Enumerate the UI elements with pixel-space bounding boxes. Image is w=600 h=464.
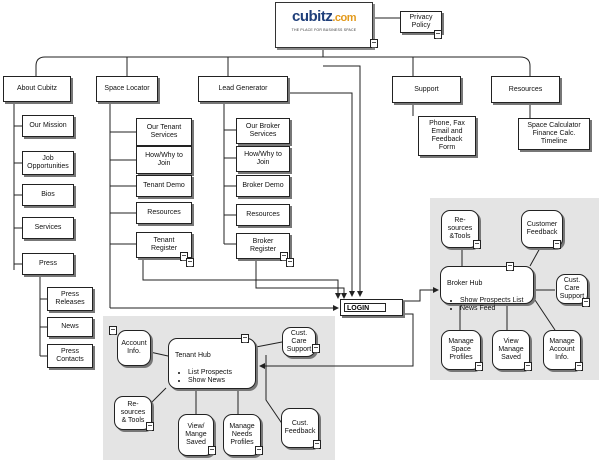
about-press[interactable]: Press — [22, 253, 74, 275]
cubitz-logo[interactable]: cubitz.com THE PLACE FOR BUSINESS SPACE — [275, 2, 378, 48]
space-tenant-register[interactable]: Tenant Register — [136, 232, 192, 258]
tenant-account-info[interactable]: Account Info. — [117, 330, 151, 366]
logo-tagline: THE PLACE FOR BUSINESS SPACE — [291, 28, 357, 32]
lead-our-broker-services[interactable]: Our Broker Services — [236, 118, 290, 144]
login-field[interactable]: LOGIN — [344, 303, 386, 312]
lead-broker-register[interactable]: Broker Register — [236, 233, 290, 259]
broker-manage-account-info[interactable]: Manage Account Info. — [543, 330, 581, 370]
tenant-register-doc-icon — [180, 252, 188, 261]
tenant-hub-title: Tenant Hub — [175, 352, 211, 359]
broker-cust-care-doc-icon — [582, 298, 590, 307]
space-our-tenant-services[interactable]: Our Tenant Services — [136, 118, 192, 146]
section-resources[interactable]: Resources — [491, 76, 560, 103]
customer-feedback-doc-icon — [553, 240, 561, 249]
tenant-view-manage-doc-icon — [208, 446, 216, 455]
press-contacts[interactable]: Press Contacts — [47, 344, 93, 368]
about-services[interactable]: Services — [22, 217, 74, 239]
tenant-cust-care-doc-icon — [312, 344, 320, 353]
space-tenant-demo[interactable]: Tenant Demo — [136, 175, 192, 197]
tenant-cust-feedback[interactable]: Cust. Feedback — [281, 408, 319, 448]
lead-broker-demo[interactable]: Broker Demo — [236, 175, 290, 197]
section-about-cubitz[interactable]: About Cubitz — [3, 76, 71, 102]
about-bios[interactable]: Bios — [22, 184, 74, 206]
tenant-register-doc-icon-2 — [186, 258, 194, 267]
support-contact-box[interactable]: Phone, Fax Email and Feedback Form — [418, 116, 476, 156]
tenant-manage-needs-doc-icon — [255, 446, 263, 455]
logo-brand: cubitz.com — [291, 8, 357, 25]
tenant-manage-needs-profiles[interactable]: Manage Needs Profiles — [223, 414, 261, 456]
broker-register-doc-icon-2 — [286, 258, 294, 267]
tenant-hub-bullet: List Prospects — [188, 369, 249, 377]
section-lead-generator[interactable]: Lead Generator — [198, 76, 288, 102]
press-news[interactable]: News — [47, 317, 93, 337]
broker-hub-bullet: News Feed — [460, 305, 527, 313]
broker-hub[interactable]: Broker Hub Show Prospects ListNews Feed — [440, 266, 534, 312]
privacy-doc-icon — [434, 30, 442, 39]
broker-cust-care-support[interactable]: Cust. Care Support — [556, 274, 588, 304]
broker-hub-bullet: Show Prospects List — [460, 297, 527, 305]
broker-hub-doc-icon — [506, 262, 514, 271]
section-support[interactable]: Support — [392, 76, 461, 103]
broker-manage-space-profiles[interactable]: Manage Space Profiles — [441, 330, 481, 370]
broker-resources-tools[interactable]: Re- sources &Tools — [441, 210, 479, 248]
broker-register-doc-icon — [280, 252, 288, 261]
tenant-account-doc-icon — [109, 326, 117, 335]
broker-view-manage-saved[interactable]: View Manage Saved — [492, 330, 530, 370]
privacy-policy-box[interactable]: Privacy Policy — [400, 11, 442, 33]
about-job-opportunities[interactable]: Job Opportunities — [22, 151, 74, 175]
section-space-locator[interactable]: Space Locator — [96, 76, 158, 102]
tenant-hub[interactable]: Tenant Hub List ProspectsShow News — [168, 338, 256, 389]
tenant-resources-doc-icon — [146, 422, 154, 431]
tenant-cust-care-support[interactable]: Cust. Care Support — [282, 327, 316, 357]
press-releases[interactable]: Press Releases — [47, 287, 93, 311]
tenant-resources-tools[interactable]: Re- sources & Tools — [114, 396, 152, 430]
space-how-why-join[interactable]: How/Why to Join — [136, 146, 192, 174]
manage-account-doc-icon — [575, 362, 583, 371]
manage-space-doc-icon — [475, 362, 483, 371]
view-manage-doc-icon — [524, 362, 532, 371]
resources-tools-box[interactable]: Space Calculator Finance Calc. Timeline — [518, 118, 590, 150]
lead-how-why-join[interactable]: How/Why to Join — [236, 146, 290, 172]
broker-hub-title: Broker Hub — [447, 280, 483, 287]
page-doc-icon — [370, 39, 378, 48]
login-box[interactable]: LOGIN — [340, 299, 403, 316]
tenant-hub-bullet: Show News — [188, 377, 249, 385]
broker-resources-doc-icon — [473, 240, 481, 249]
lead-resources[interactable]: Resources — [236, 204, 290, 226]
tenant-hub-doc-icon — [241, 334, 249, 343]
tenant-cust-feedback-doc-icon — [313, 440, 321, 449]
space-resources[interactable]: Resources — [136, 202, 192, 224]
about-our-mission[interactable]: Our Mission — [22, 115, 74, 137]
